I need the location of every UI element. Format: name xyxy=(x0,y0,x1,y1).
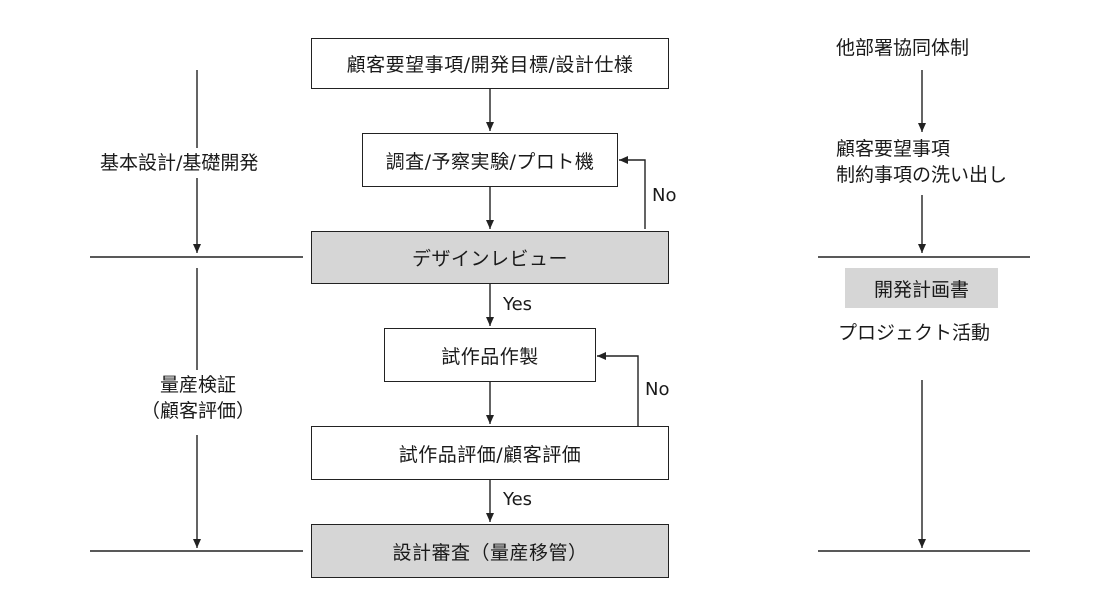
phase-mass-verification-line1: 量産検証 xyxy=(159,374,236,396)
right-title: 他部署協同体制 xyxy=(836,37,970,59)
right-note: 顧客要望事項 制約事項の洗い出し xyxy=(836,136,1008,188)
box-design-review: デザインレビュー xyxy=(311,231,669,284)
box-evaluation: 試作品評価/顧客評価 xyxy=(311,426,669,480)
label-yes-1: Yes xyxy=(503,294,533,315)
loop-no-2 xyxy=(597,352,639,426)
loop-no-1 xyxy=(619,156,646,229)
box-research: 調査/予察実験/プロト機 xyxy=(362,133,618,187)
phase-mass-verification-line2: （顧客評価） xyxy=(140,400,255,422)
phase-mass-verification: 量産検証 （顧客評価） xyxy=(138,372,258,424)
right-note-line1: 顧客要望事項 xyxy=(836,138,951,160)
label-no-2: No xyxy=(645,379,670,400)
tag-development-plan: 開発計画書 xyxy=(845,268,998,308)
box-design-audit: 設計審査（量産移管） xyxy=(311,524,669,578)
label-no-1: No xyxy=(652,185,677,206)
phase-basic-design: 基本設計/基礎開発 xyxy=(96,148,263,178)
right-note-line2: 制約事項の洗い出し xyxy=(836,164,1008,186)
label-yes-2: Yes xyxy=(503,489,533,510)
box-requirements: 顧客要望事項/開発目標/設計仕様 xyxy=(311,38,669,89)
right-project-activity: プロジェクト活動 xyxy=(838,322,991,344)
box-prototype: 試作品作製 xyxy=(384,328,596,382)
